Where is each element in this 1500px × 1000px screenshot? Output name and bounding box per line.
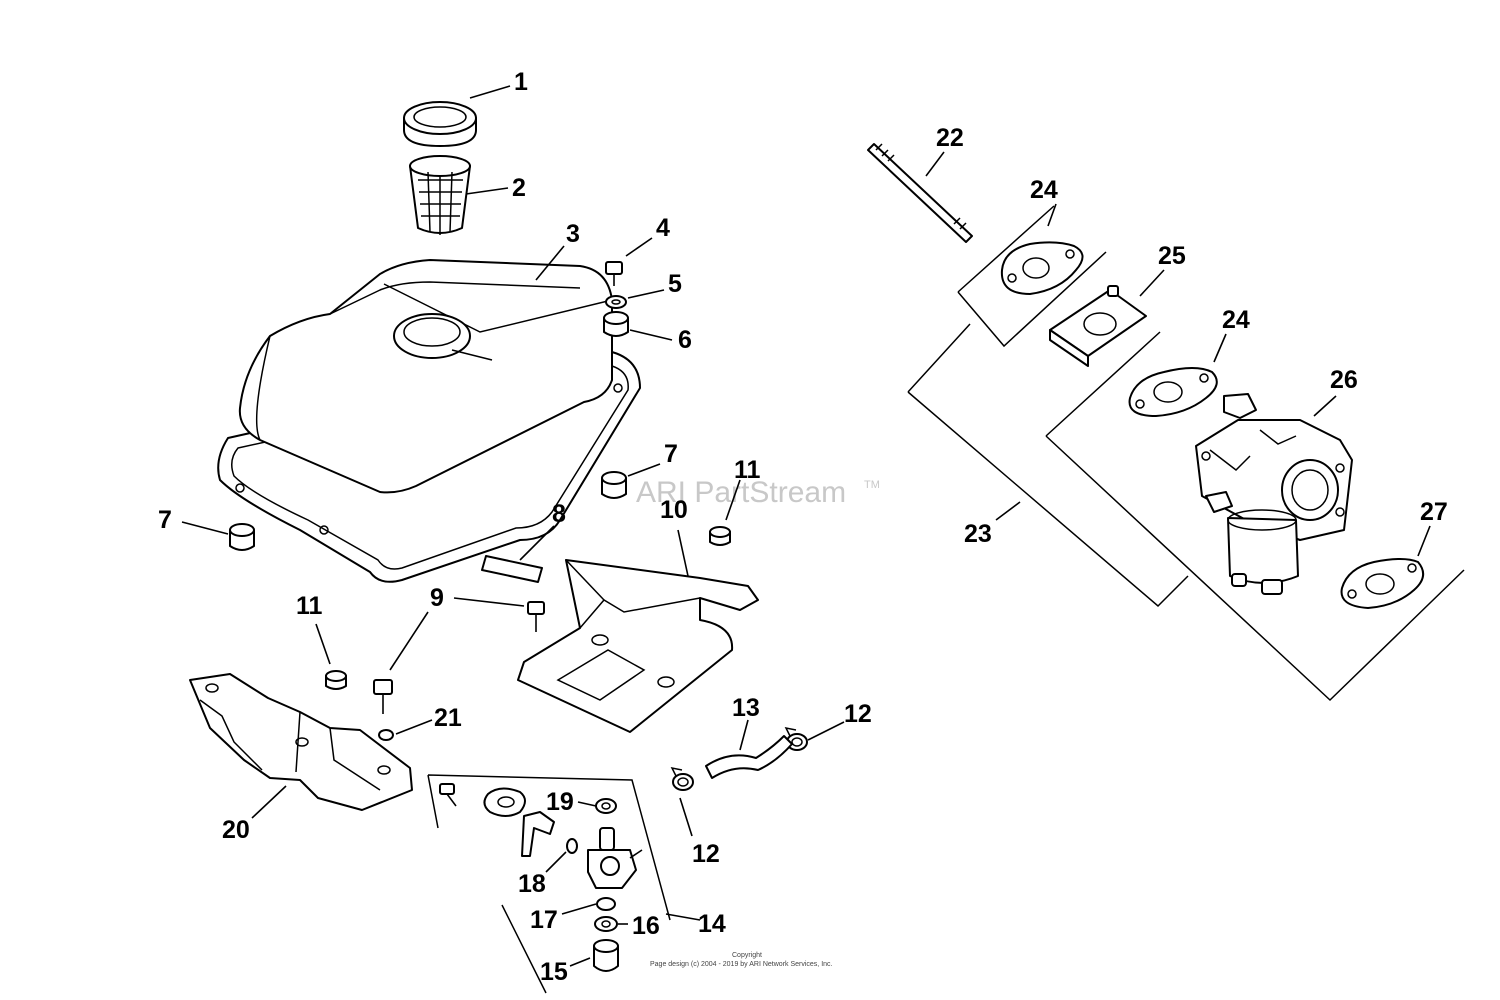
part-pad-8[interactable]: [481, 555, 543, 583]
callout-18: 18: [518, 870, 546, 898]
part-washer-5[interactable]: [605, 295, 627, 309]
part-valve-lever-18[interactable]: [521, 811, 555, 857]
part-sediment-cup-15[interactable]: [593, 939, 619, 972]
part-plug-11a[interactable]: [709, 526, 731, 546]
callout-labels: 1 2 3 4 5 6 7 7 8 9 10 11 11 12 12 13 14…: [158, 68, 1448, 986]
part-grommet-6[interactable]: [603, 311, 629, 337]
part-clamp-12a[interactable]: [784, 726, 808, 751]
callout-5: 5: [668, 270, 682, 298]
callout-8: 8: [552, 500, 566, 528]
callout-10: 10: [660, 496, 688, 524]
callout-23: 23: [964, 520, 992, 548]
part-bracket-10[interactable]: [517, 559, 759, 733]
callout-19: 19: [546, 788, 574, 816]
callout-1: 1: [514, 68, 528, 96]
callout-12b: 12: [692, 840, 720, 868]
callout-7a: 7: [664, 440, 678, 468]
part-bolt-9b[interactable]: [373, 679, 393, 714]
part-fuel-hose-13[interactable]: [705, 735, 793, 779]
copyright-text: Page design (c) 2004 - 2019 by ARI Netwo…: [650, 961, 833, 968]
watermark-trademark: TM: [864, 479, 880, 491]
part-clamp-12b[interactable]: [670, 766, 694, 791]
callout-24a: 24: [1030, 176, 1058, 204]
part-gasket-27[interactable]: [1340, 558, 1425, 609]
part-fuel-strainer[interactable]: [409, 155, 471, 235]
callout-6: 6: [678, 326, 692, 354]
callout-leader-lines: [181, 85, 1431, 967]
callout-26: 26: [1330, 366, 1358, 394]
valve-assembly-group-outline: [427, 774, 671, 994]
callout-24b: 24: [1222, 306, 1250, 334]
part-plug-11b[interactable]: [325, 670, 347, 690]
part-washer-17[interactable]: [596, 897, 616, 911]
callout-7b: 7: [158, 506, 172, 534]
callout-12a: 12: [844, 700, 872, 728]
part-fuel-valve-body[interactable]: [587, 827, 643, 889]
part-fuel-tank[interactable]: [217, 259, 641, 583]
callout-16: 16: [632, 912, 660, 940]
part-mounting-bracket-20[interactable]: [189, 673, 413, 811]
part-bolt-9a[interactable]: [527, 601, 545, 632]
part-washer-21[interactable]: [378, 729, 394, 741]
callout-15: 15: [540, 958, 568, 986]
callout-13: 13: [732, 694, 760, 722]
carburetor-kit-outline-23: [907, 205, 1465, 702]
callout-11a: 11: [734, 456, 761, 484]
callout-11b: 11: [296, 592, 323, 620]
part-grommet-7b[interactable]: [229, 523, 255, 551]
part-washer-19[interactable]: [595, 798, 617, 814]
part-fuel-cap[interactable]: [403, 101, 477, 147]
callout-27: 27: [1420, 498, 1448, 526]
part-valve-screw[interactable]: [439, 783, 457, 807]
part-bolt-4[interactable]: [605, 261, 623, 286]
callout-9: 9: [430, 584, 444, 612]
part-spacer-25[interactable]: [1049, 285, 1147, 367]
part-gasket-24b[interactable]: [1128, 367, 1218, 417]
callout-17: 17: [530, 906, 558, 934]
callout-2: 2: [512, 174, 526, 202]
callout-21: 21: [434, 704, 462, 732]
part-washer-16[interactable]: [594, 916, 618, 932]
part-carburetor-26[interactable]: [1195, 393, 1353, 595]
callout-3: 3: [566, 220, 580, 248]
callout-25: 25: [1158, 242, 1186, 270]
copyright-title: Copyright: [732, 952, 762, 959]
callout-14: 14: [698, 910, 726, 938]
callout-4: 4: [656, 214, 670, 242]
part-grommet-7a[interactable]: [601, 471, 627, 499]
part-gasket-24a[interactable]: [1000, 241, 1084, 295]
part-o-ring-18b[interactable]: [566, 838, 578, 854]
callout-22: 22: [936, 124, 964, 152]
callout-20: 20: [222, 816, 250, 844]
part-stud-22[interactable]: [867, 143, 973, 243]
part-valve-gasket[interactable]: [483, 787, 526, 817]
watermark: ARI PartStream: [636, 476, 846, 509]
